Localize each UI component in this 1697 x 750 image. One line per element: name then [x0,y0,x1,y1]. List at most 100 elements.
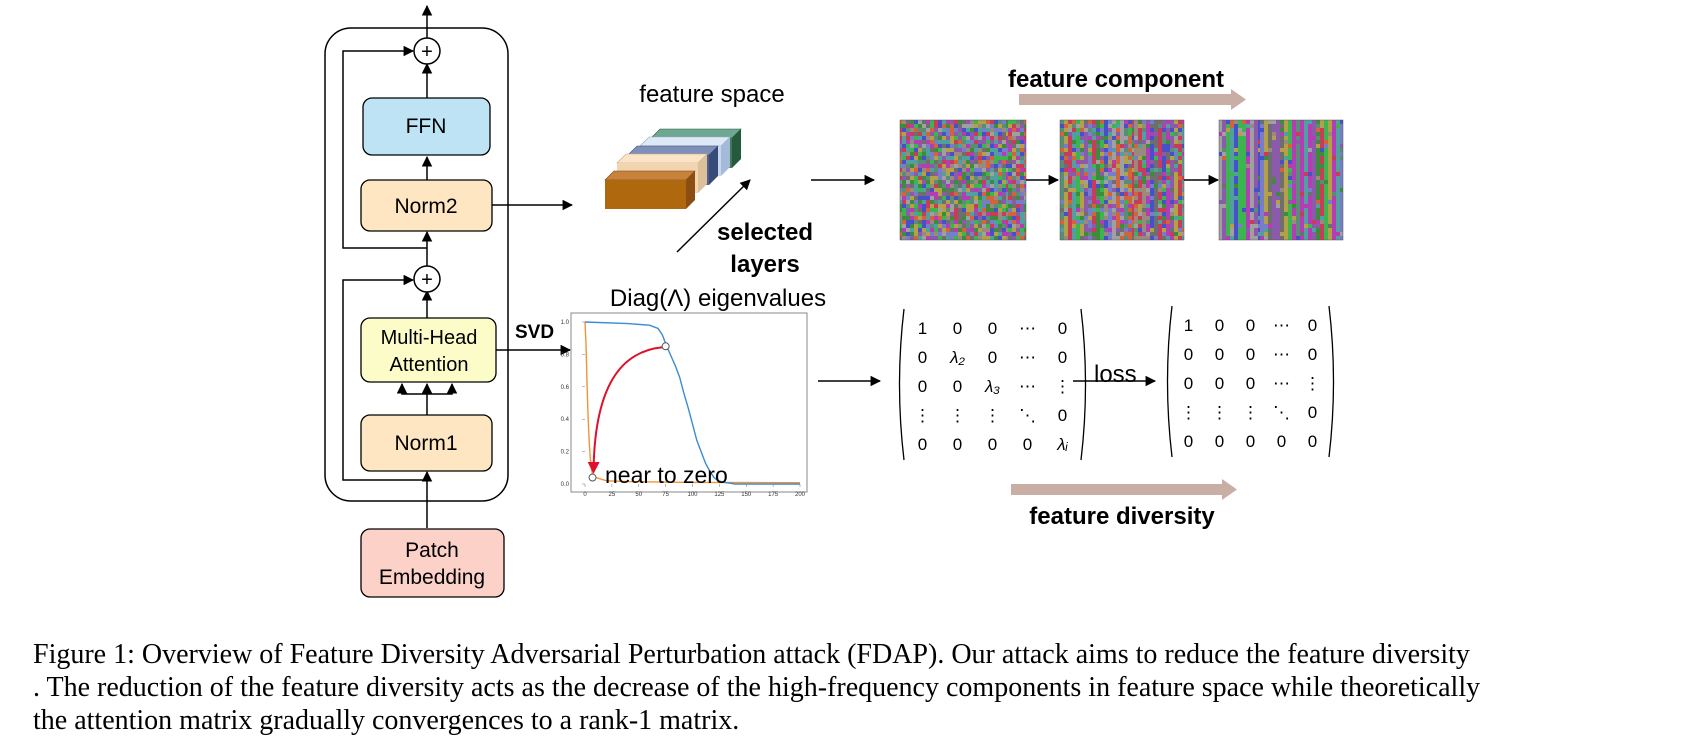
matrix-cell: ⋱ [1019,406,1036,425]
patch-embedding-box: Patch Embedding [360,528,505,598]
matrix-cell: 0 [1215,374,1224,393]
norm2-box: Norm2 [360,179,493,232]
matrix-cell: 0 [1246,432,1255,451]
feature-space-stack: feature space [604,81,785,209]
y-tick-label: 0.8 [561,352,570,358]
matrix-cell: 0 [1246,374,1255,393]
residual-skip-upper [342,45,427,249]
component-image-noise-2 [1059,119,1185,241]
matrix-cell: ⋮ [1242,403,1259,422]
svg-text:FFN: FFN [406,115,447,138]
chart-frame [570,312,808,493]
x-tick-label: 150 [741,492,752,498]
eigen-marker [588,473,597,482]
ffn-box: FFN [362,97,491,156]
x-tick-label: 175 [768,492,779,498]
feature-layer-brown [604,170,696,209]
matrix-cell: 0 [1023,435,1032,454]
matrix-cell: λ₂ [949,348,965,367]
y-tick-label: 0.2 [561,450,570,456]
svg-text:Embedding: Embedding [379,566,485,589]
matrix-cell: 0 [988,348,997,367]
matrix-cell: λ₃ [984,377,1000,396]
svg-text:Norm1: Norm1 [394,432,457,455]
attention-box: Multi-Head Attention [360,317,497,383]
matrix-cell: ⋮ [1054,377,1071,396]
matrix-cell: ⋮ [949,406,966,425]
feature-component-arrow [1019,89,1246,110]
matrix-cell: ⋮ [1211,403,1228,422]
matrix-cell: 0 [1184,374,1193,393]
svg-text:Patch: Patch [405,539,459,562]
x-tick-label: 125 [714,492,725,498]
matrix-cell: 0 [953,319,962,338]
feature-diversity-label: feature diversity [1029,503,1215,530]
matrix-cell: ⋯ [1019,319,1036,338]
matrix-cell: ⋯ [1273,374,1290,393]
matrix-cell: 0 [1308,432,1317,451]
svg-text:Attention: Attention [390,354,469,376]
matrix-cell: 0 [1058,406,1067,425]
blue-eigen-curve [584,321,800,485]
matrix-cell: 0 [1277,432,1286,451]
matrix-cell: 0 [1215,345,1224,364]
matrix-cell: ⋮ [984,406,1001,425]
y-tick-label: 0.6 [561,385,570,391]
matrix-cell: ⋯ [1019,377,1036,396]
selected-layers-arrow [676,179,751,253]
matrix-right-paren [1328,305,1335,458]
matrix-cell: 1 [1184,316,1193,335]
y-tick-label: 0.0 [561,482,570,488]
matrix-cell: ⋮ [1304,374,1321,393]
add-node-lower: + [413,265,441,293]
matrix-cell: 0 [988,319,997,338]
transformer-block: + + FFN Norm2 Multi-Head Attention Norm1… [324,4,509,598]
matrix-cell: 0 [1184,432,1193,451]
red-decay-arrow [587,346,663,474]
svd-label: SVD [515,322,554,343]
matrix-cell: 0 [1058,319,1067,338]
matrix-cell: 0 [1308,345,1317,364]
diag-eigenvalues-label: Diag(Λ) eigenvalues [610,285,826,312]
matrix-cell: ⋯ [1273,345,1290,364]
matrix-cell: 0 [1215,432,1224,451]
caption-line-2: . The reduction of the feature diversity… [33,672,1481,703]
add-node-upper: + [413,37,441,65]
figure-caption: Figure 1: Overview of Feature Diversity … [33,638,1673,737]
svg-text:+: + [421,41,433,63]
svg-text:Norm2: Norm2 [394,195,457,218]
matrix-cell: 0 [953,435,962,454]
matrix-cell: 0 [953,377,962,396]
matrix-cell: 0 [988,435,997,454]
norm1-box: Norm1 [360,414,493,472]
matrix-cell: 0 [1058,348,1067,367]
eigen-marker [661,342,670,351]
feature-component-label: feature component [1008,66,1224,93]
matrix-cell: 0 [1246,345,1255,364]
svg-text:layers: layers [730,251,799,278]
x-tick-label: 50 [635,492,642,498]
matrix-cell: λᵢ [1056,435,1068,454]
y-tick-label: 1.0 [561,320,570,326]
feature-diversity-arrow [1011,479,1237,500]
matrix-left-paren [1166,305,1173,458]
svg-text:Multi-Head: Multi-Head [381,327,478,349]
matrix-cell: ⋱ [1273,403,1290,422]
near-to-zero-label: near to zero [605,462,728,488]
x-tick-label: 75 [662,492,669,498]
matrix-cell: 0 [918,435,927,454]
x-tick-label: 25 [609,492,616,498]
matrix-left-paren [898,308,905,461]
matrix-cell: ⋯ [1273,316,1290,335]
x-tick-label: 200 [795,492,806,498]
caption-line-3: the attention matrix gradually convergen… [33,705,740,736]
component-image-noise-3 [1218,119,1344,241]
caption-line-1: Figure 1: Overview of Feature Diversity … [33,639,1470,670]
residual-skip-lower [342,274,427,481]
block-frame [324,27,509,502]
loss-label: loss [1094,361,1137,388]
matrix-cell: 0 [1308,403,1317,422]
